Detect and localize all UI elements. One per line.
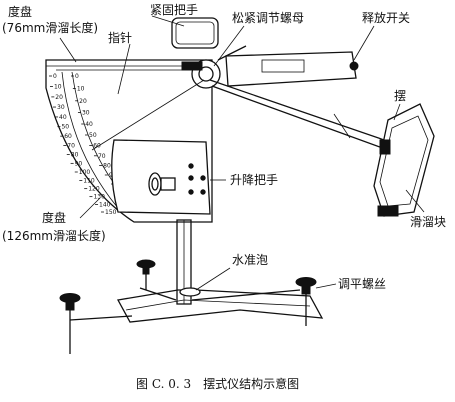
scale-tick-label: 130 xyxy=(93,194,105,201)
pendulum-arm xyxy=(209,79,391,143)
scale-tick-label: 80 xyxy=(71,152,79,159)
label-slider: 滑溜块 xyxy=(410,214,446,229)
label-dial-bottom-sub: (126mm滑溜长度) xyxy=(2,228,106,243)
pendulum-head-inner xyxy=(379,115,429,207)
label-pendulum: 摆 xyxy=(394,89,406,103)
lift-handle-knob-inner xyxy=(151,177,159,191)
scale-arc-outer xyxy=(61,71,119,209)
clamp-handle-inner xyxy=(175,21,215,45)
base-arm xyxy=(191,289,301,301)
scale-tick-label: 0 xyxy=(53,73,57,80)
foot-front-left xyxy=(59,293,133,354)
arm-clip xyxy=(333,113,351,139)
release-beam-slot xyxy=(261,59,305,73)
scale-tick-label: 10 xyxy=(54,84,62,91)
label-pointer: 指针 xyxy=(108,30,132,45)
scale-tick-label: 50 xyxy=(61,124,69,131)
scale-tick-label: 90 xyxy=(75,160,83,167)
scale-tick-label: 60 xyxy=(64,133,72,140)
lift-handle-shaft xyxy=(160,177,176,191)
scale-tick-label: 30 xyxy=(57,104,65,111)
foot-right xyxy=(295,277,317,326)
pendulum-arm-lower xyxy=(211,85,389,151)
carriage-bolt xyxy=(200,189,206,195)
carriage-bolt xyxy=(188,175,194,181)
release-beam xyxy=(225,51,357,87)
scale-tick-label: 10 xyxy=(77,86,85,93)
scale-tick-label: 0 xyxy=(75,73,79,80)
pendulum-head xyxy=(373,103,435,217)
scale-tick-label: 100 xyxy=(79,169,91,176)
leader-lines xyxy=(59,15,425,291)
scale-tick-label: 120 xyxy=(88,186,100,193)
carriage-bolt xyxy=(188,189,194,195)
scale-tick-label: 60 xyxy=(93,143,101,150)
pointer-needle xyxy=(91,79,205,151)
scale-arc-inner xyxy=(71,71,117,187)
label-dial-bottom: 度盘 xyxy=(42,210,66,225)
carriage-bolt xyxy=(188,163,194,169)
label-dial-top-sub: (76mm滑溜长度) xyxy=(2,20,98,35)
scale-tick-label: 40 xyxy=(59,114,67,121)
scale-tick-label: 40 xyxy=(85,121,93,128)
scale-tick-label: 20 xyxy=(55,94,63,101)
label-lock-nut: 松紧调节螺母 xyxy=(232,11,304,25)
pendulum-clamp xyxy=(379,139,391,155)
label-clamp-handle: 紧固把手 xyxy=(150,3,198,17)
scale-tick-label: 20 xyxy=(79,98,87,105)
release-arm xyxy=(217,45,247,61)
scale-tick-label: 30 xyxy=(82,110,90,117)
label-release-switch: 释放开关 xyxy=(362,10,410,25)
foot-back-left xyxy=(136,259,156,290)
label-leveling-screw: 调平螺丝 xyxy=(338,277,386,291)
figure-caption: 图 C. 0. 3 摆式仪结构示意图 xyxy=(136,376,299,391)
scale-tick-label: 70 xyxy=(67,142,75,149)
scale-tick-label: 70 xyxy=(98,153,106,160)
lock-nut xyxy=(181,61,203,71)
lift-carriage xyxy=(111,139,211,215)
scale-tick-label: 140 xyxy=(99,201,111,208)
label-level-bubble: 水准泡 xyxy=(232,253,268,267)
scale-tick-label: 50 xyxy=(89,132,97,139)
level-bubble-vial xyxy=(179,287,201,297)
release-switch-knob xyxy=(349,61,359,71)
slider-pad xyxy=(377,205,399,217)
scale-tick-label: 80 xyxy=(103,163,111,170)
base-frame-edge xyxy=(125,299,311,311)
dial-plate xyxy=(45,59,213,223)
carriage-bolt xyxy=(200,175,206,181)
label-dial-top: 度盘 xyxy=(8,4,32,19)
scale-tick-label: 150 xyxy=(105,209,117,216)
scale-tick-label: 110 xyxy=(83,177,95,184)
label-lift-handle: 升降把手 xyxy=(230,173,278,187)
